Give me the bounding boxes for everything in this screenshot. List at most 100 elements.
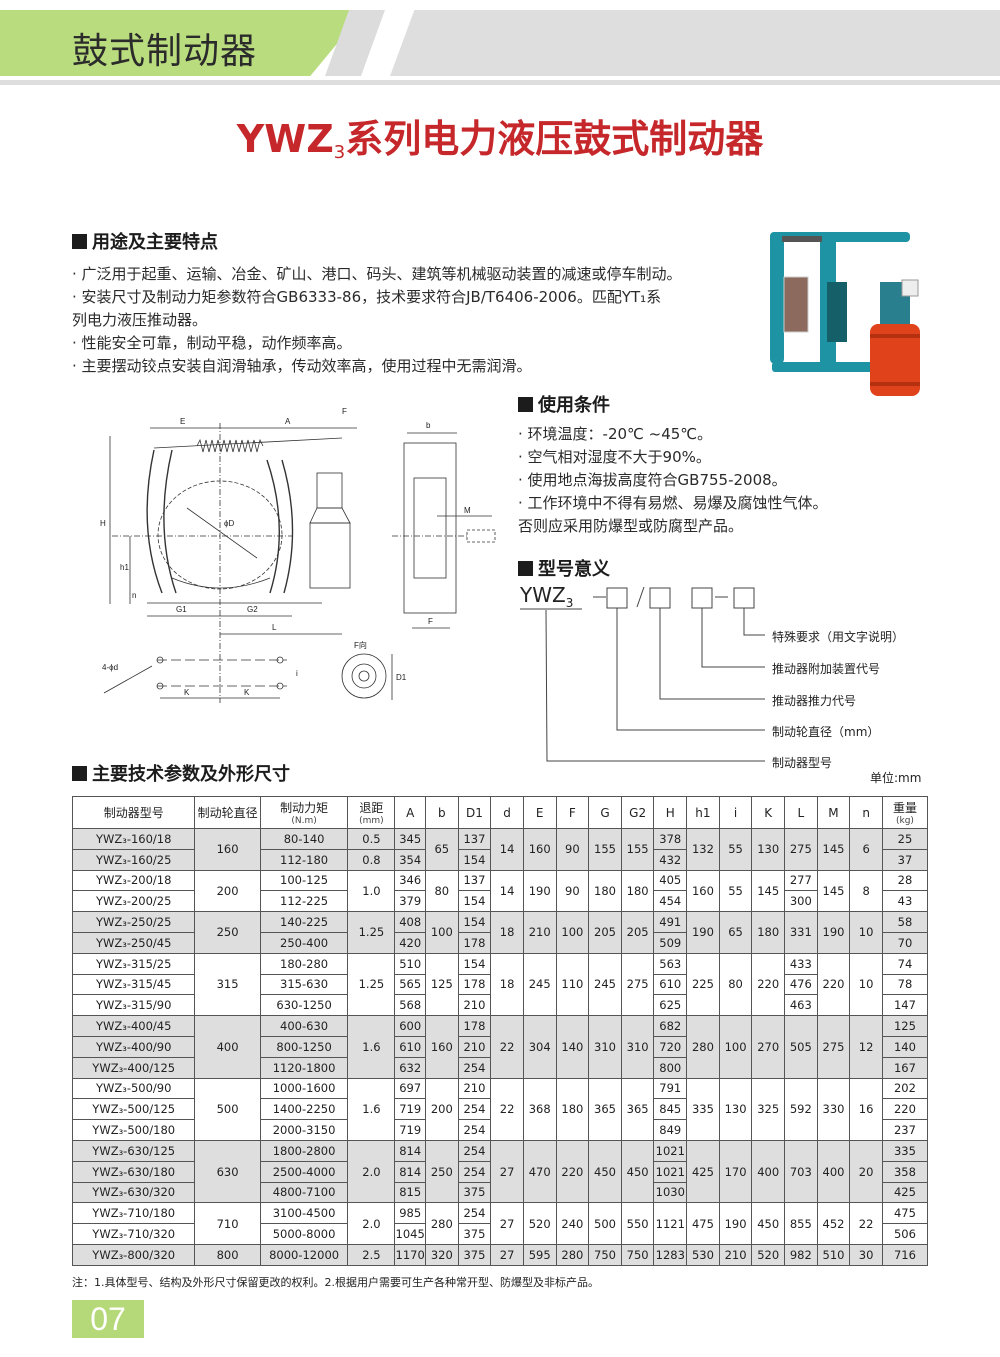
cell-m: 510: [816, 1243, 851, 1266]
cell-weight: 37: [881, 848, 929, 871]
cell-d1: 154: [457, 890, 492, 913]
cell-torque: 400-630: [259, 1015, 349, 1037]
cell-h1: 335: [686, 1077, 720, 1141]
column-header: n: [849, 796, 883, 829]
cell-e: 470: [522, 1139, 557, 1204]
svg-text:4-ϕd: 4-ϕd: [102, 663, 118, 672]
column-header: 重量(kg): [881, 796, 929, 829]
header-divider: [0, 80, 1000, 85]
cell-n: 22: [849, 1202, 883, 1245]
conditions-heading-text: 使用条件: [538, 395, 610, 416]
cell-d1: 178: [457, 1015, 492, 1037]
cell-a: 510: [394, 952, 426, 975]
cell-h: 432: [653, 848, 688, 871]
cell-g2: 180: [620, 869, 655, 913]
cell-d1: 375: [457, 1181, 492, 1204]
cell-weight: 74: [881, 952, 929, 975]
cell-wheel: 160: [194, 828, 261, 871]
cell-weight: 78: [881, 973, 929, 996]
cell-a: 1045: [394, 1223, 426, 1245]
cell-h: 625: [653, 994, 688, 1017]
cell-torque: 800-1250: [259, 1035, 349, 1058]
cell-e: 304: [522, 1015, 557, 1079]
cell-wheel: 500: [194, 1077, 261, 1141]
footnote: 注：1.具体型号、结构及外形尺寸保留更改的权利。2.根据用户需要可生产各种常开型…: [72, 1276, 599, 1289]
cell-d: 18: [490, 952, 524, 1017]
model-code-prefix: YWZ3: [520, 583, 573, 610]
cell-d1: 137: [457, 869, 492, 892]
column-header: d: [490, 796, 524, 829]
cell-torque: 2500-4000: [259, 1160, 349, 1183]
cell-b: 100: [424, 911, 459, 954]
cell-a: 600: [394, 1015, 426, 1037]
cell-h1: 225: [686, 952, 720, 1017]
cell-d: 27: [490, 1139, 524, 1204]
cell-b: 250: [424, 1139, 459, 1204]
cell-weight: 125: [881, 1015, 929, 1037]
cell-wheel: 200: [194, 869, 261, 913]
code-label-model: 制动器型号: [772, 756, 833, 770]
cell-b: 200: [424, 1077, 459, 1141]
cell-weight: 335: [881, 1139, 929, 1162]
cell-d1: 375: [457, 1243, 492, 1266]
svg-text:F向: F向: [354, 640, 367, 650]
feature-line: · 安装尺寸及制动力矩参数符合GB6333-86，技术要求符合JB/T6406-…: [72, 288, 662, 306]
svg-text:b: b: [426, 421, 431, 430]
cell-models: YWZ₃-710/180: [71, 1202, 196, 1225]
cell-weight: 220: [881, 1098, 929, 1121]
code-label-attachment: 推动器附加装置代号: [772, 662, 881, 676]
svg-text:L: L: [272, 623, 277, 632]
svg-text:D1: D1: [396, 673, 407, 682]
cell-a: 1170: [394, 1243, 426, 1266]
cell-l: 592: [784, 1077, 818, 1141]
feature-line: · 主要摆动铰点安装自润滑轴承，传动效率高，使用过程中无需润滑。: [72, 357, 532, 375]
cell-torque: 4800-7100: [259, 1181, 349, 1204]
cell-i: 100: [718, 1015, 753, 1079]
cell-weight: 43: [881, 890, 929, 913]
cell-weight: 506: [881, 1223, 929, 1245]
cell-d1: 210: [457, 1077, 492, 1100]
svg-text:H: H: [100, 519, 106, 528]
condition-line: · 空气相对湿度不大于90%。: [518, 448, 711, 466]
cell-d1: 210: [457, 1035, 492, 1058]
cell-e: 595: [522, 1243, 557, 1266]
cell-f: 100: [555, 911, 590, 954]
column-header: K: [751, 796, 786, 829]
svg-text:M: M: [464, 506, 471, 515]
cell-g: 500: [588, 1202, 622, 1245]
cell-a: 719: [394, 1119, 426, 1141]
specs-heading: 主要技术参数及外形尺寸: [72, 760, 290, 786]
column-header: L: [784, 796, 818, 829]
title-subscript: 3: [333, 142, 346, 163]
cell-h: 1121: [653, 1202, 688, 1245]
cell-n: 8: [849, 869, 883, 913]
cell-k: 450: [751, 1202, 786, 1245]
cell-g: 205: [588, 911, 622, 954]
feature-line: 列电力液压推动器。: [72, 311, 208, 329]
cell-d: 22: [490, 1077, 524, 1141]
feature-line: · 性能安全可靠，制动平稳，动作频率高。: [72, 334, 352, 352]
cell-wheel: 800: [194, 1243, 261, 1266]
cell-retreat: 2.5: [347, 1243, 396, 1266]
cell-a: 379: [394, 890, 426, 913]
cell-weight: 58: [881, 911, 929, 933]
cell-k: 220: [751, 952, 786, 1017]
cell-torque: 1120-1800: [259, 1056, 349, 1079]
cell-e: 190: [522, 869, 557, 913]
cell-weight: 25: [881, 828, 929, 850]
cell-e: 160: [522, 828, 557, 871]
column-header: F: [555, 796, 590, 829]
cell-models: YWZ₃-250/25: [71, 911, 196, 933]
cell-h: 791: [653, 1077, 688, 1100]
cell-weight: 716: [881, 1243, 929, 1266]
cell-l: 855: [784, 1202, 818, 1245]
cell-b: 160: [424, 1015, 459, 1079]
cell-weight: 358: [881, 1160, 929, 1183]
cell-models: YWZ₃-250/45: [71, 931, 196, 954]
model-code-diagram: YWZ3 特殊要求（用文字说明） 推动器附加装置代号 推动器推力代号 制动轮直径…: [520, 583, 940, 773]
